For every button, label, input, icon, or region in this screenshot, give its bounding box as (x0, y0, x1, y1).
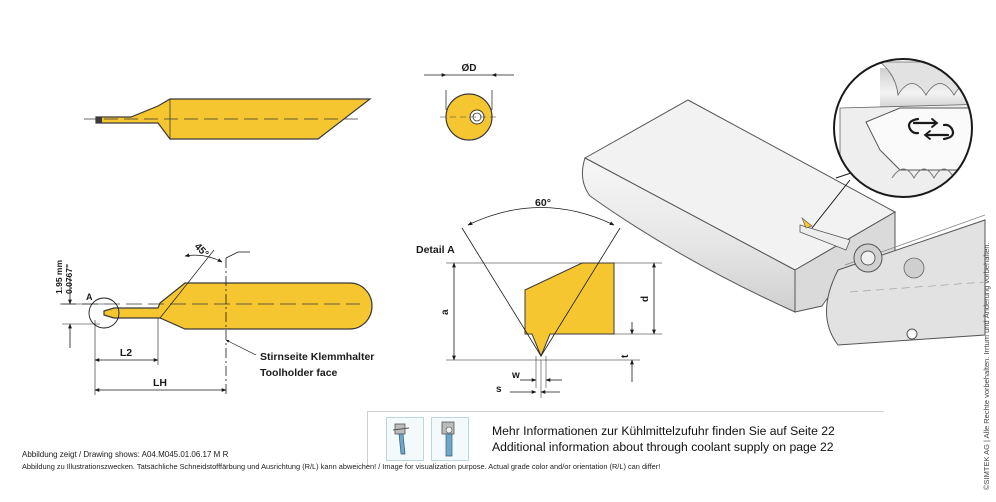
toolholder-3d-render (581, 99, 986, 346)
tool-end-view: ØD (424, 63, 514, 141)
angle-45-label: 45° (192, 241, 210, 259)
dim-a-label: a (440, 309, 451, 315)
dim-t-label: t (620, 354, 631, 358)
dim-s-label: s (496, 384, 502, 395)
coolant-tool-icon (386, 417, 424, 461)
toolholder-face-de: Stirnseite Klemmhalter (260, 351, 374, 363)
copyright-text: ©SIMTEK AG | Alle Rechte vorbehalten. Ir… (982, 242, 991, 490)
toolholder-face-en: Toolholder face (260, 367, 338, 379)
coolant-info-en: Additional information about through coo… (492, 439, 834, 454)
angle-60-label: 60° (535, 197, 551, 209)
detail-a-marker: A (86, 292, 93, 302)
l2-label: L2 (120, 347, 132, 359)
lh-label: LH (153, 377, 167, 389)
drawing-caption: Abbildung zeigt / Drawing shows: A04.M04… (22, 450, 229, 459)
thread-detail-magnifier (833, 58, 973, 198)
detail-a-title: Detail A (416, 244, 455, 256)
tool-dimension-view: A 1.95 mm 0.0767" 45° Stirnseite Klemmha… (54, 241, 374, 395)
dim-195mm: 1.95 mm (54, 260, 64, 294)
coolant-tool-icon (431, 417, 469, 461)
coolant-info-de: Mehr Informationen zur Kühlmittelzufuhr … (492, 424, 835, 438)
detail-a-view: 60° Detail A a d t w s (416, 197, 662, 398)
tool-side-view-top (84, 98, 372, 140)
dim-0767in: 0.0767" (64, 264, 74, 294)
rotate-arrows-icon (907, 117, 955, 141)
dim-w-label: w (511, 370, 520, 381)
diameter-label: ØD (462, 63, 477, 74)
disclaimer-text: Abbildung zu Illustrationszwecken. Tatsä… (22, 462, 661, 471)
dim-d-label: d (640, 296, 651, 302)
coolant-info-text: Mehr Informationen zur Kühlmittelzufuhr … (492, 424, 835, 455)
